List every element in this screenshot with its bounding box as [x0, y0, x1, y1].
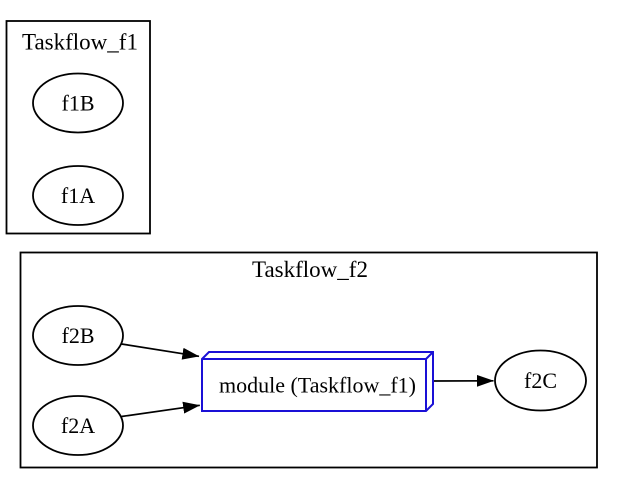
cluster-taskflow-f2: Taskflow_f2 f2B f2A module (Taskflow_f1) — [21, 253, 598, 468]
node-f2A: f2A — [33, 396, 123, 455]
node-f2A-label: f2A — [61, 413, 95, 438]
node-f1B-label: f1B — [62, 91, 95, 116]
node-f2B-label: f2B — [62, 323, 95, 348]
edge-f2A-to-module — [122, 405, 200, 416]
node-module-taskflow-f1: module (Taskflow_f1) — [202, 352, 433, 411]
cluster-taskflow-f1-title: Taskflow_f1 — [22, 30, 138, 55]
node-f2B: f2B — [33, 306, 123, 365]
cluster-taskflow-f2-title: Taskflow_f2 — [252, 257, 368, 282]
edge-f2B-to-module — [122, 344, 200, 356]
node-f1A: f1A — [33, 166, 123, 225]
node-module-label: module (Taskflow_f1) — [219, 373, 416, 398]
node-f1A-label: f1A — [61, 183, 95, 208]
node-f1B: f1B — [33, 74, 123, 133]
node-f2C: f2C — [495, 351, 586, 411]
node-f2C-label: f2C — [524, 368, 557, 393]
cluster-taskflow-f1: Taskflow_f1 f1B f1A — [7, 21, 151, 234]
